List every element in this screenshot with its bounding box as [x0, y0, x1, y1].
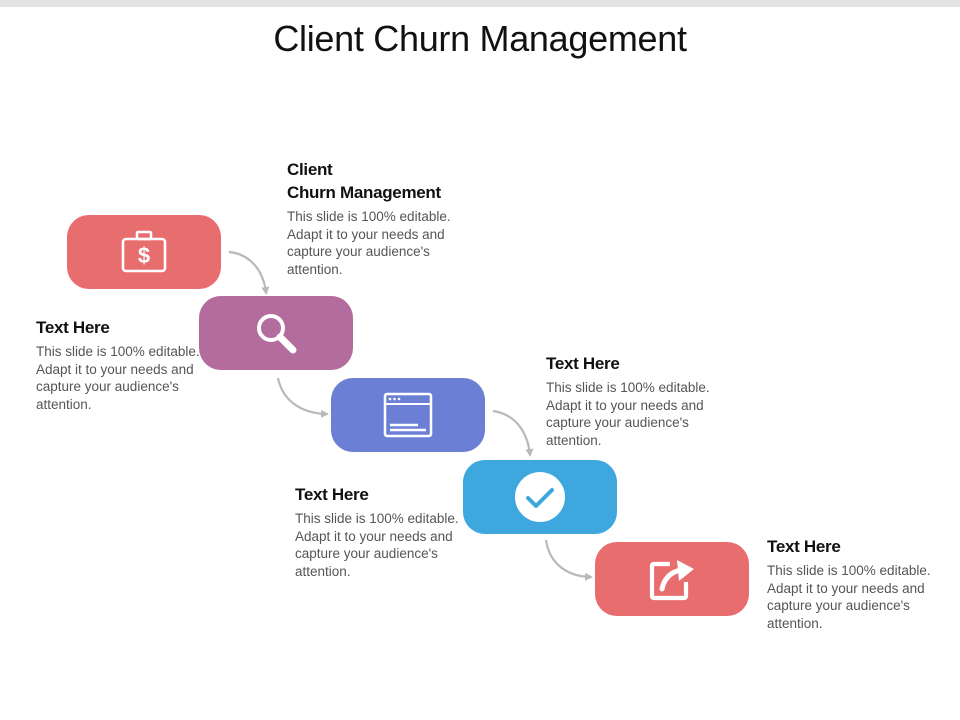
browser-window-icon	[382, 391, 434, 439]
step-box-2	[199, 296, 353, 370]
text-block-5-body: This slide is 100% editable. Adapt it to…	[767, 563, 931, 631]
text-block-2-heading: Text Here	[36, 318, 110, 337]
text-block-3-heading: Text Here	[546, 354, 620, 373]
text-block-5-heading: Text Here	[767, 537, 841, 556]
text-block-4-heading: Text Here	[295, 485, 369, 504]
text-block-1: Client Churn Management This slide is 10…	[287, 158, 467, 278]
connector-arrow-2	[276, 377, 329, 418]
external-link-icon	[648, 556, 696, 602]
connector-arrow-3	[492, 409, 534, 457]
top-accent-bar	[0, 0, 960, 7]
slide-title: Client Churn Management	[273, 18, 687, 59]
money-bag-icon: $	[119, 229, 169, 275]
text-block-1-heading-line2: Churn Management	[287, 183, 441, 202]
step-box-5	[595, 542, 749, 616]
text-block-5: Text Here This slide is 100% editable. A…	[767, 535, 947, 632]
text-block-3-body: This slide is 100% editable. Adapt it to…	[546, 380, 710, 448]
check-circle-icon	[514, 471, 566, 523]
step-box-3	[331, 378, 485, 452]
text-block-4: Text Here This slide is 100% editable. A…	[295, 483, 475, 580]
connector-arrow-1	[228, 250, 270, 295]
text-block-2: Text Here This slide is 100% editable. A…	[36, 316, 216, 413]
step-box-4	[463, 460, 617, 534]
text-block-3: Text Here This slide is 100% editable. A…	[546, 352, 726, 449]
connector-arrow-4	[544, 539, 593, 581]
text-block-1-body: This slide is 100% editable. Adapt it to…	[287, 209, 451, 277]
text-block-1-heading-line1: Client	[287, 160, 333, 179]
svg-text:$: $	[138, 243, 150, 268]
text-block-2-body: This slide is 100% editable. Adapt it to…	[36, 344, 200, 412]
magnifier-icon	[252, 309, 300, 357]
text-block-4-body: This slide is 100% editable. Adapt it to…	[295, 511, 459, 579]
step-box-1: $	[67, 215, 221, 289]
